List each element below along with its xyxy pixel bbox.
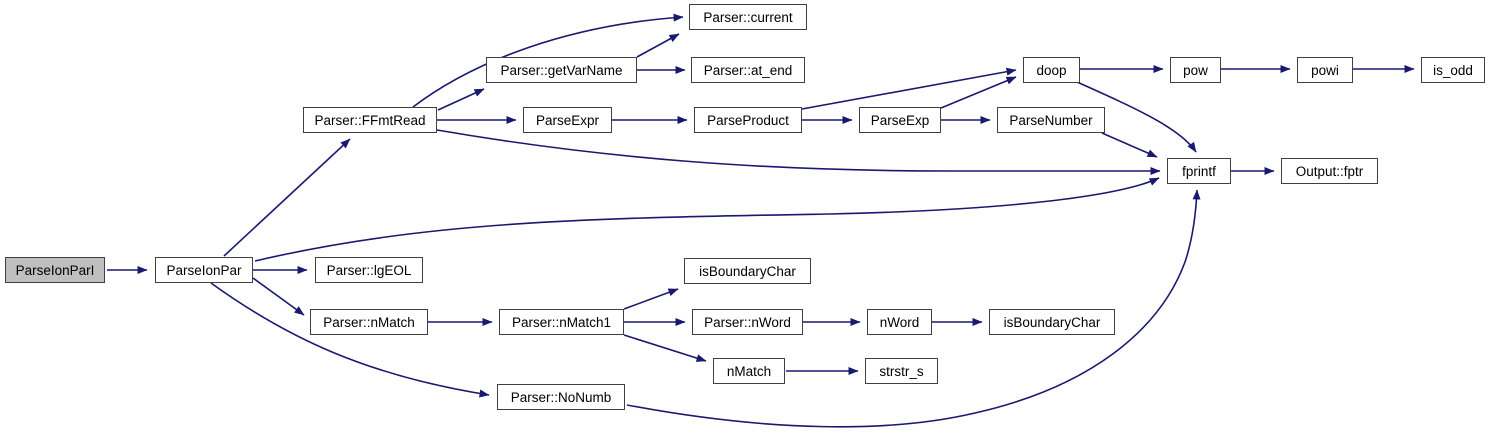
edge-parseionpar-nmatch: [252, 277, 305, 316]
edge-parseionpar-fprintf: [254, 177, 1160, 262]
edge-ffmtread-getvarname: [437, 88, 485, 111]
node-parsenumber[interactable]: ParseNumber: [997, 107, 1105, 133]
node-parser-nmatch[interactable]: Parser::nMatch: [310, 309, 428, 335]
node-parseexp[interactable]: ParseExp: [859, 107, 941, 133]
edge-parseionpar-ffmtread: [223, 138, 351, 257]
node-isboundarychar-1[interactable]: isBoundaryChar: [684, 258, 811, 284]
edge-ffmtread-current: [412, 13, 684, 108]
node-nmatch[interactable]: nMatch: [713, 358, 785, 384]
edge-parseionpar-nonumb: [210, 282, 490, 398]
node-parseproduct[interactable]: ParseProduct: [694, 107, 802, 133]
node-nword[interactable]: nWord: [867, 309, 932, 335]
node-parser-nword[interactable]: Parser::nWord: [692, 309, 803, 335]
node-parser-current[interactable]: Parser::current: [689, 4, 807, 30]
node-parser-nonumb[interactable]: Parser::NoNumb: [497, 384, 625, 410]
edge-doop-fprintf: [1076, 81, 1197, 153]
node-pow[interactable]: pow: [1170, 57, 1221, 83]
node-strstr-s[interactable]: strstr_s: [865, 358, 938, 384]
node-parseexpr[interactable]: ParseExpr: [523, 107, 612, 133]
node-powi[interactable]: powi: [1297, 57, 1353, 83]
edge-nmatch1-nmatch: [623, 334, 707, 362]
node-isboundarychar-2[interactable]: isBoundaryChar: [989, 309, 1115, 335]
node-parseionpar[interactable]: ParseIonPar: [155, 257, 253, 283]
node-doop[interactable]: doop: [1023, 57, 1080, 83]
node-parser-getvarname[interactable]: Parser::getVarName: [486, 57, 637, 83]
node-parser-nmatch1[interactable]: Parser::nMatch1: [499, 309, 624, 335]
edge-nonumb-fprintf: [626, 189, 1201, 428]
edge-nmatch1-isboundarychar1: [623, 288, 679, 310]
node-parser-atend[interactable]: Parser::at_end: [691, 57, 805, 83]
edge-parsenumber-fprintf: [1101, 132, 1158, 158]
node-isodd[interactable]: is_odd: [1421, 57, 1485, 83]
node-fprintf[interactable]: fprintf: [1167, 158, 1231, 184]
edge-parseexp-doop: [940, 76, 1017, 109]
edge-ffmtread-fprintf: [436, 129, 1161, 175]
node-output-fptr[interactable]: Output::fptr: [1281, 158, 1378, 184]
edge-parseproduct-doop: [801, 67, 1017, 110]
node-parser-lgeol[interactable]: Parser::lgEOL: [315, 257, 423, 283]
edge-getvarname-current: [636, 33, 680, 58]
node-parseionpari: ParseIonParI: [5, 257, 105, 283]
node-parser-ffmtread[interactable]: Parser::FFmtRead: [303, 107, 437, 133]
